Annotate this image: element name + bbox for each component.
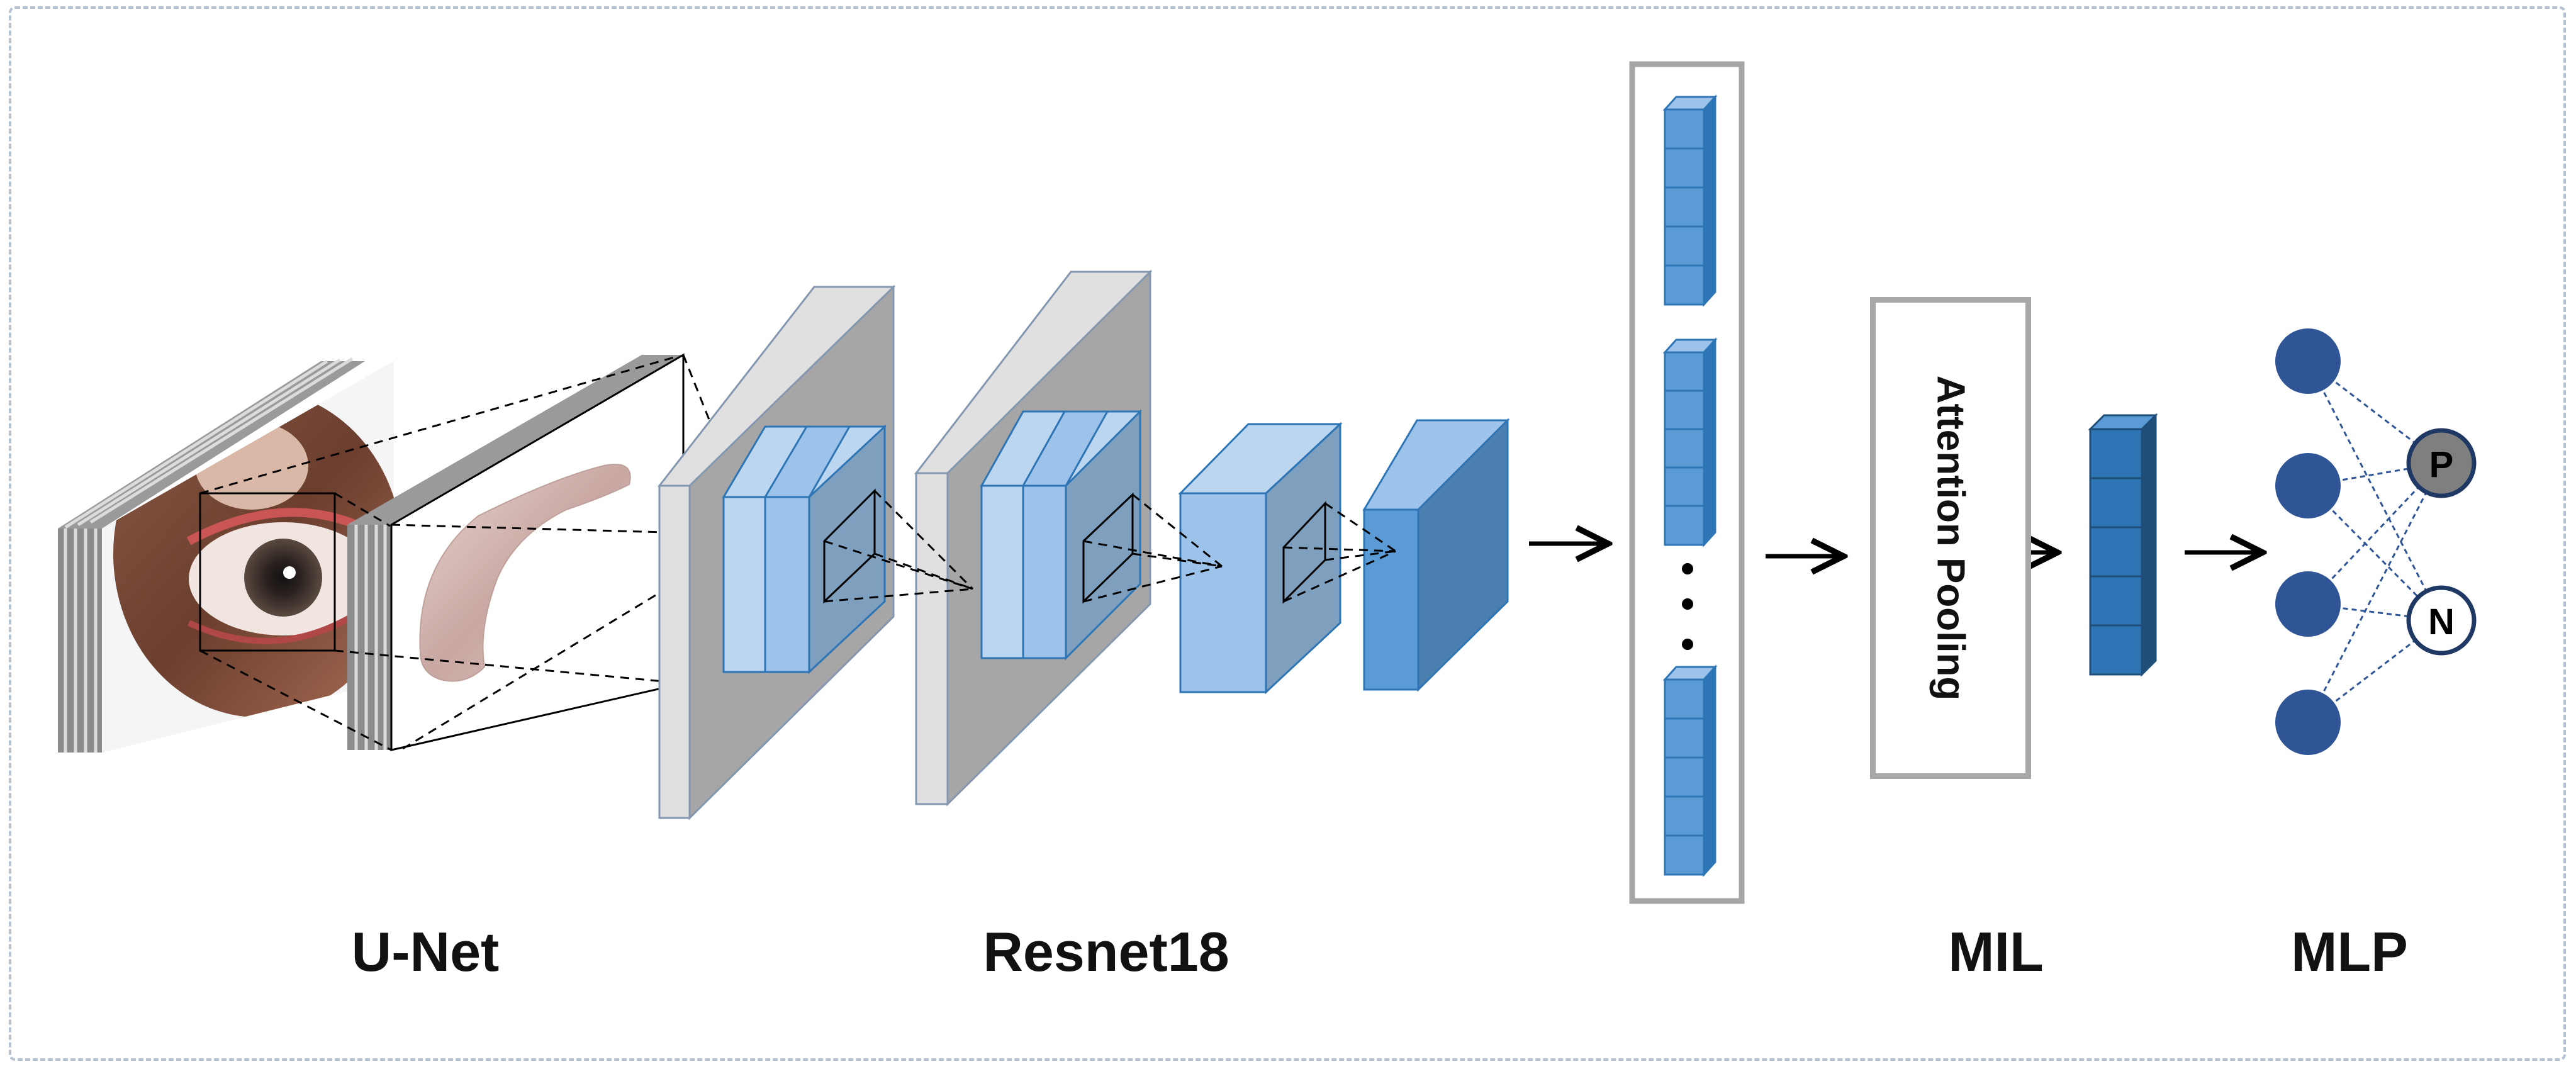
- mlp-input-nodes: [2275, 328, 2341, 755]
- mlp-node-2: [2275, 453, 2341, 518]
- output-node-p: [2406, 428, 2477, 498]
- attention-pooling-label: Attention Pooling: [1929, 375, 1973, 701]
- output-label-n: N: [2428, 602, 2455, 642]
- mask-stack: [347, 355, 683, 750]
- diagram-frame: [9, 6, 2566, 1061]
- mlp-node-3: [2275, 571, 2341, 637]
- feature-vector-1: [1662, 94, 1718, 307]
- resnet-projection-lines: [824, 490, 1396, 603]
- resnet-block-4: [1362, 418, 1510, 692]
- output-node-n: [2406, 585, 2477, 656]
- resnet-block-1: [722, 424, 887, 674]
- feature-vector-2: [1662, 337, 1718, 547]
- ellipsis-dots: [1682, 563, 1693, 650]
- mlp-connections: [2307, 360, 2443, 724]
- feature-vector-n: [1662, 664, 1718, 877]
- unet-input-stack: [58, 357, 365, 753]
- mlp-node-1: [2275, 328, 2341, 394]
- aggregated-feature-vector: [2088, 413, 2158, 677]
- segmented-tissue-image: [390, 353, 685, 751]
- stage-label-unet: U-Net: [351, 921, 500, 983]
- stage-label-mil: MIL: [1948, 921, 2044, 983]
- resnet-block-3: [1178, 422, 1343, 695]
- stage-label-resnet: Resnet18: [983, 921, 1229, 983]
- stage-label-mlp: MLP: [2291, 921, 2408, 983]
- attention-pooling-box: Attention Pooling: [1870, 297, 2031, 779]
- output-label-p: P: [2429, 444, 2454, 485]
- mlp-node-4: [2275, 690, 2341, 755]
